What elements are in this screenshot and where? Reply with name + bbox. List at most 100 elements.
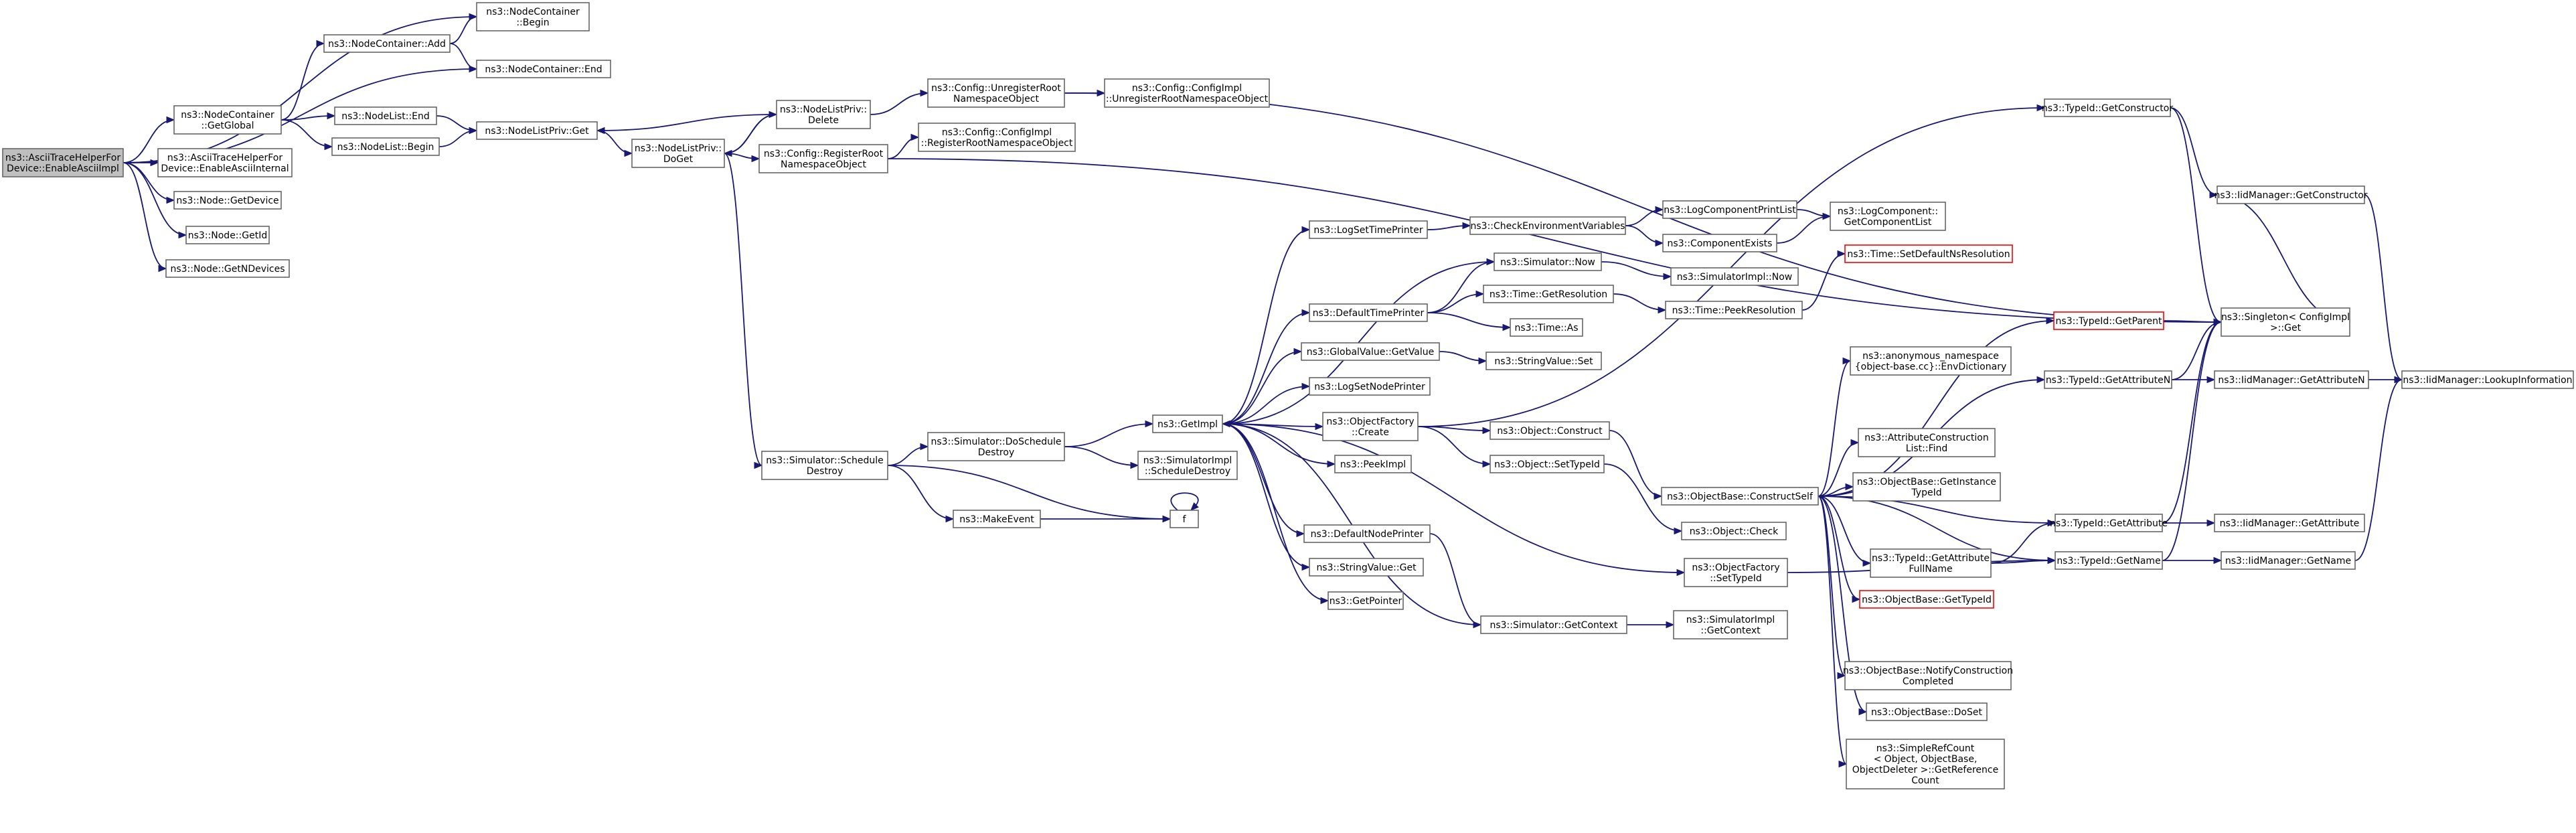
node-objConstruct[interactable]: ns3::Object::Construct — [1490, 421, 1610, 440]
node-nlBegin[interactable]: ns3::NodeList::Begin — [331, 137, 440, 156]
edge-line — [2162, 321, 2222, 561]
node-simImplGetContext[interactable]: ns3::SimulatorImpl::GetContext — [1673, 610, 1788, 639]
node-root[interactable]: ns3::AsciiTraceHelperForDevice::EnableAs… — [2, 148, 124, 177]
node-obNotify[interactable]: ns3::ObjectBase::NotifyConstructionCompl… — [1843, 661, 2013, 690]
edge-line — [1818, 496, 1846, 676]
edge-arrowhead — [166, 196, 175, 204]
node-tidGetAttr[interactable]: ns3::TypeId::GetAttribute — [2050, 514, 2168, 532]
node-logCompGetList[interactable]: ns3::LogComponent::GetComponentList — [1830, 202, 1946, 231]
node-objSetTypeId[interactable]: ns3::Object::SetTypeId — [1490, 455, 1605, 473]
node-simImplNow[interactable]: ns3::SimulatorImpl::Now — [1670, 267, 1799, 286]
node-simpleRef[interactable]: ns3::SimpleRefCount< Object, ObjectBase,… — [1846, 739, 2005, 789]
node-label: ns3::Simulator::DoSchedule — [931, 437, 1062, 447]
node-objCheck[interactable]: ns3::Object::Check — [1681, 522, 1787, 540]
node-ofCreate[interactable]: ns3::ObjectFactory::Create — [1322, 412, 1419, 441]
node-label: ns3::DefaultNodePrinter — [1311, 529, 1424, 540]
edge-arrowhead — [2209, 191, 2219, 199]
node-unreg[interactable]: ns3::Config::UnregisterRootNamespaceObje… — [927, 78, 1065, 108]
node-simNow[interactable]: ns3::Simulator::Now — [1494, 252, 1602, 271]
node-ncBegin[interactable]: ns3::NodeContainer::Begin — [476, 2, 590, 31]
node-logSetTimePrinter[interactable]: ns3::LogSetTimePrinter — [1309, 220, 1428, 239]
node-singleton[interactable]: ns3::Singleton< ConfigImpl >::Get — [2221, 307, 2350, 337]
node-ncEnd[interactable]: ns3::NodeContainer::End — [476, 60, 611, 78]
node-logCompPrintList[interactable]: ns3::LogComponentPrintList — [1662, 200, 1797, 219]
edge-obConstructSelf-to-tidGetAttrFull — [1818, 496, 1872, 567]
node-ofSetTypeId[interactable]: ns3::ObjectFactory::SetTypeId — [1684, 558, 1788, 587]
node-tidGetName[interactable]: ns3::TypeId::GetName — [2055, 551, 2163, 570]
edge-line — [887, 158, 2222, 323]
node-tidGetParent[interactable]: ns3::TypeId::GetParent — [2053, 311, 2164, 330]
node-timeAs[interactable]: ns3::Time::As — [1510, 318, 1583, 337]
node-nlEnd[interactable]: ns3::NodeList::End — [334, 106, 437, 125]
node-label: DoGet — [663, 154, 694, 165]
edge-arrowhead — [2036, 376, 2046, 384]
node-defTimePrinter[interactable]: ns3::DefaultTimePrinter — [1309, 303, 1428, 322]
edge-line — [1601, 261, 1672, 277]
node-obConstructSelf[interactable]: ns3::ObjectBase::ConstructSelf — [1661, 487, 1819, 506]
node-logSetNodePrinter[interactable]: ns3::LogSetNodePrinter — [1309, 377, 1431, 396]
edge-arrowhead — [1478, 357, 1487, 365]
node-envDict[interactable]: ns3::anonymous_namespace{object-base.cc}… — [1850, 346, 2012, 376]
node-getNDevices[interactable]: ns3::Node::GetNDevices — [165, 259, 290, 278]
node-obDoSet[interactable]: ns3::ObjectBase::DoSet — [1866, 702, 1988, 721]
node-simGetContext[interactable]: ns3::Simulator::GetContext — [1480, 615, 1627, 634]
node-box — [476, 121, 598, 140]
edge-line — [1776, 216, 1831, 244]
node-nlpGet[interactable]: ns3::NodeListPriv::Get — [476, 121, 598, 140]
edge-arrowhead — [2213, 556, 2223, 564]
edge-arrowhead — [1301, 382, 1311, 390]
node-iidGetAttr[interactable]: ns3::IidManager::GetAttribute — [2214, 514, 2365, 532]
node-iidGetAttrN[interactable]: ns3::IidManager::GetAttributeN — [2214, 370, 2369, 389]
node-tidGetConstructor[interactable]: ns3::TypeId::GetConstructor — [2042, 98, 2173, 117]
node-iidGetName[interactable]: ns3::IidManager::GetName — [2221, 551, 2356, 570]
node-makeEvent[interactable]: ns3::MakeEvent — [953, 510, 1041, 528]
node-svGet[interactable]: ns3::StringValue::Get — [1309, 558, 1424, 577]
node-cfgReg[interactable]: ns3::Config::ConfigImpl::RegisterRootNam… — [918, 123, 1076, 152]
node-peekImpl[interactable]: ns3::PeekImpl — [1334, 455, 1412, 473]
node-getImpl[interactable]: ns3::GetImpl — [1152, 414, 1223, 433]
node-enableInternal[interactable]: ns3::AsciiTraceHelperForDevice::EnableAs… — [157, 148, 293, 177]
node-timeGetRes[interactable]: ns3::Time::GetResolution — [1483, 285, 1614, 303]
edge-objSetTypeId-to-objCheck — [1603, 463, 1683, 535]
node-nlpDelete[interactable]: ns3::NodeListPriv::Delete — [776, 100, 871, 129]
node-defNodePrinter[interactable]: ns3::DefaultNodePrinter — [1303, 524, 1431, 543]
node-getPointer[interactable]: ns3::GetPointer — [1327, 591, 1404, 610]
edge-line — [1417, 426, 1491, 465]
edge-arrowhead — [2047, 519, 2057, 527]
node-getDevice[interactable]: ns3::Node::GetDevice — [173, 191, 282, 210]
edge-nlpGet-to-nlpDoGet — [596, 130, 633, 157]
node-tidGetAttrN[interactable]: ns3::TypeId::GetAttributeN — [2044, 370, 2172, 389]
edge-getImpl-to-defTimePrinter — [1222, 309, 1311, 425]
node-cfgUnreg[interactable]: ns3::Config::ConfigImpl::UnregisterRootN… — [1104, 78, 1270, 108]
edge-arrowhead — [1837, 672, 1846, 680]
node-simImplSchedDestroy[interactable]: ns3::SimulatorImpl::ScheduleDestroy — [1137, 451, 1238, 480]
edge-getImpl-to-ofSetTypeId — [1222, 423, 1686, 577]
node-timeSetDefault[interactable]: ns3::Time::SetDefaultNsResolution — [1844, 244, 2013, 263]
node-gvGetValue[interactable]: ns3::GlobalValue::GetValue — [1301, 342, 1440, 361]
node-schedDestroy[interactable]: ns3::Simulator::ScheduleDestroy — [761, 451, 888, 480]
node-nlpDoGet[interactable]: ns3::NodeListPriv::DoGet — [631, 139, 725, 168]
edge-arrowhead — [324, 143, 333, 151]
node-label: ns3::NodeListPriv::Get — [485, 126, 589, 137]
edge-iidGetConstructor-to-iidLookup — [2364, 194, 2403, 384]
node-iidGetConstructor[interactable]: ns3::IidManager::GetConstructor — [2214, 185, 2368, 204]
node-label: Device::EnableAsciiInternal — [161, 163, 289, 174]
node-compExists[interactable]: ns3::ComponentExists — [1662, 234, 1777, 252]
edge-arrowhead — [1486, 258, 1496, 266]
node-getId[interactable]: ns3::Node::GetId — [185, 226, 270, 244]
node-f[interactable]: f — [1170, 510, 1199, 528]
node-reg[interactable]: ns3::Config::RegisterRootNamespaceObject — [758, 144, 888, 173]
edge-compExists-to-logCompGetList — [1776, 212, 1832, 244]
node-checkEnv[interactable]: ns3::CheckEnvironmentVariables — [1469, 216, 1626, 235]
node-iidLookup[interactable]: ns3::IidManager::LookupInformation — [2401, 370, 2574, 389]
node-svSet[interactable]: ns3::StringValue::Set — [1485, 352, 1602, 370]
node-timePeekRes[interactable]: ns3::Time::PeekResolution — [1665, 301, 1803, 319]
edge-arrowhead — [1838, 760, 1848, 768]
node-ncGetGlobal[interactable]: ns3::NodeContainer::GetGlobal — [173, 105, 282, 135]
node-ncAdd[interactable]: ns3::NodeContainer::Add — [323, 34, 451, 53]
node-obGetTypeId[interactable]: ns3::ObjectBase::GetTypeId — [1859, 590, 1994, 609]
